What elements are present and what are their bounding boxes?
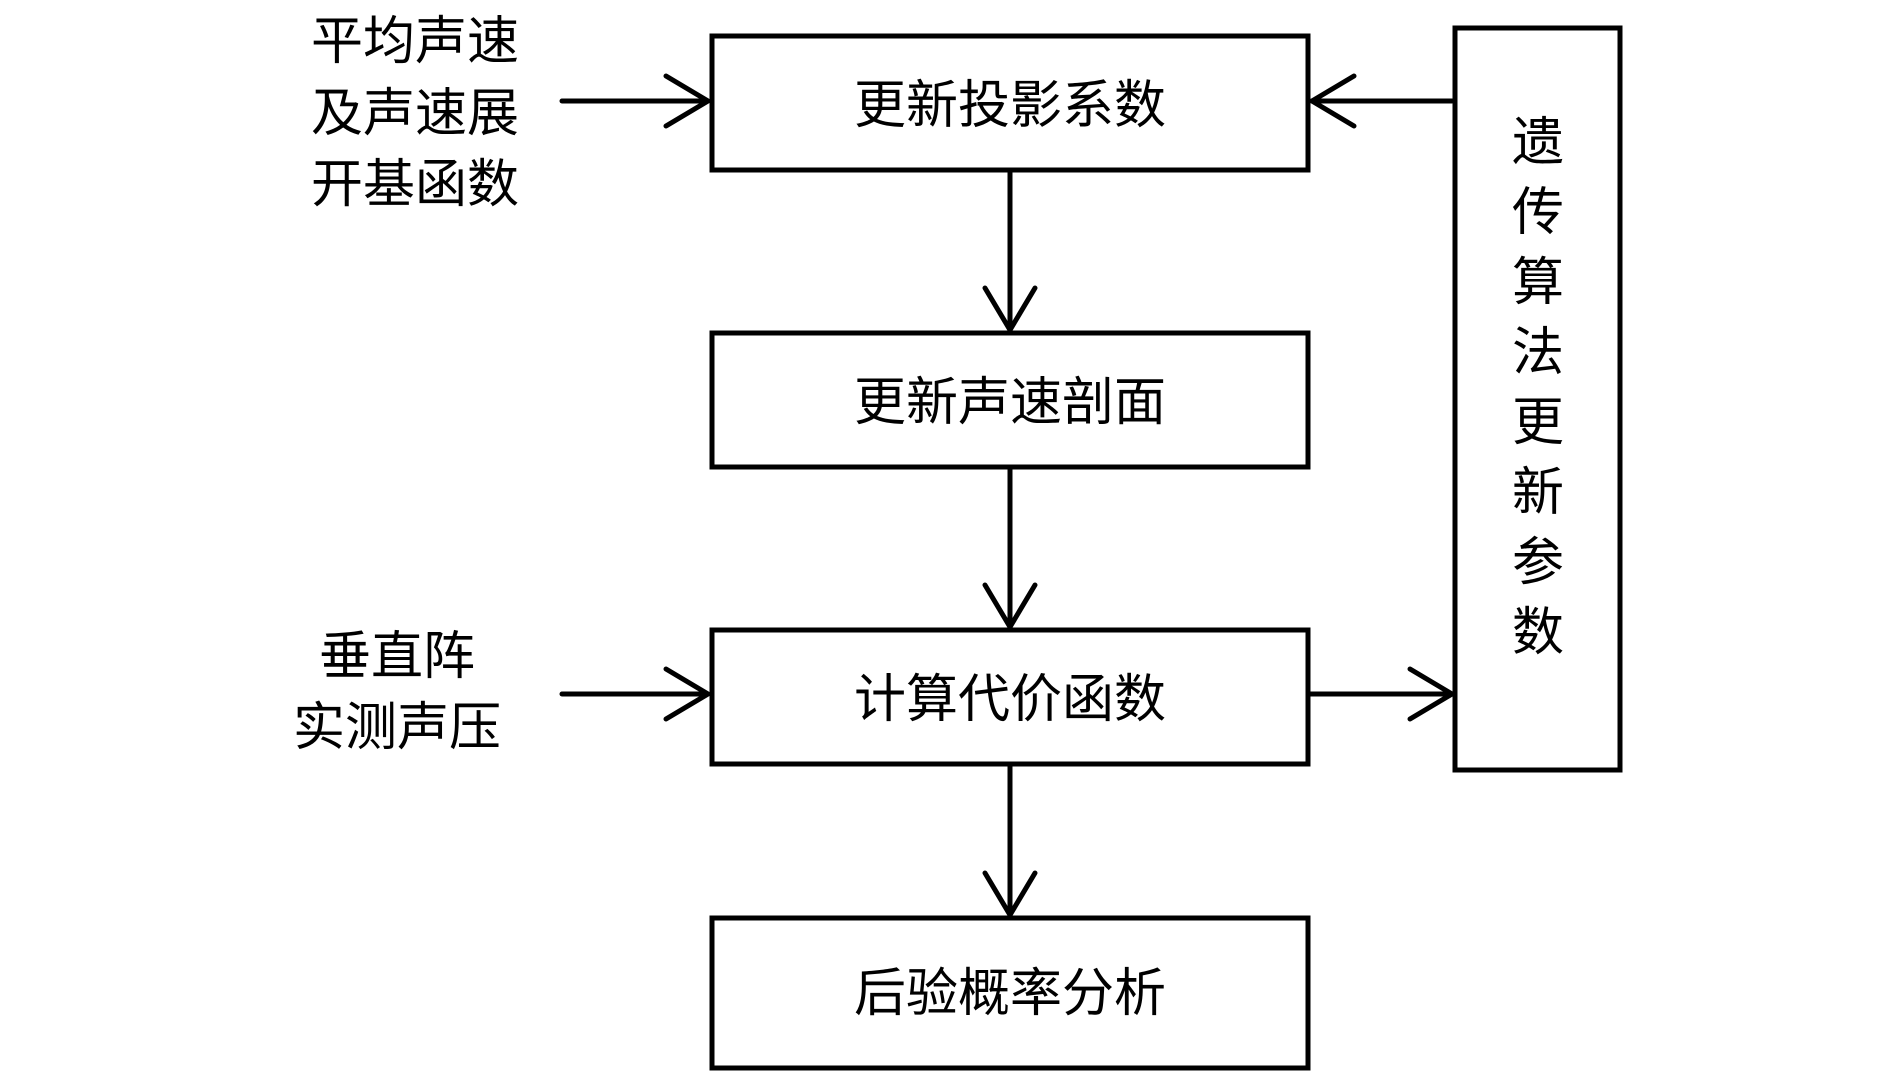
node-compute-cost-function: 计算代价函数 <box>709 627 1311 767</box>
node-compute-cost-function-label: 计算代价函数 <box>854 670 1166 730</box>
node-posterior-probability-analysis-box <box>709 915 1311 1071</box>
node-update-projection-coefficients-box <box>709 33 1311 173</box>
node-update-projection-coefficients-label: 更新投影系数 <box>854 76 1166 136</box>
node-genetic-algorithm-update-box <box>1452 25 1623 773</box>
node-update-sound-speed-profile: 更新声速剖面 <box>709 330 1311 470</box>
arrow-measured-to-cost <box>559 666 711 722</box>
node-posterior-probability-analysis-label: 后验概率分析 <box>854 964 1166 1024</box>
genetic-char-3: 算 <box>1512 253 1564 313</box>
input-basis-line-1: 平均声速 <box>311 12 519 72</box>
node-genetic-algorithm-update: 遗 传 算 法 更 新 参 数 <box>1452 25 1623 773</box>
input-measured-line-2: 实测声压 <box>293 698 501 758</box>
arrow-cost-to-posterior <box>982 763 1038 918</box>
genetic-char-2: 传 <box>1512 183 1564 243</box>
genetic-char-5: 更 <box>1512 393 1564 453</box>
genetic-char-4: 法 <box>1512 323 1564 383</box>
genetic-char-8: 数 <box>1512 603 1564 663</box>
genetic-char-7: 参 <box>1512 533 1564 593</box>
arrow-basis-to-projection <box>559 73 711 129</box>
genetic-char-1: 遗 <box>1512 113 1564 173</box>
input-basis-line-3: 开基函数 <box>311 155 519 215</box>
node-posterior-probability-analysis: 后验概率分析 <box>709 915 1311 1071</box>
node-update-projection-coefficients: 更新投影系数 <box>709 33 1311 173</box>
input-label-basis-functions: 平均声速 及声速展 开基函数 <box>311 12 519 215</box>
node-update-sound-speed-profile-label: 更新声速剖面 <box>854 373 1166 433</box>
genetic-char-6: 新 <box>1512 463 1564 523</box>
node-update-sound-speed-profile-box <box>709 330 1311 470</box>
input-basis-line-2: 及声速展 <box>311 84 519 144</box>
arrow-genetic-to-projection <box>1309 73 1455 129</box>
input-label-measured-pressure: 垂直阵 实测声压 <box>293 627 501 758</box>
input-measured-line-1: 垂直阵 <box>319 627 475 687</box>
arrow-cost-to-genetic <box>1307 666 1455 722</box>
arrow-profile-to-cost <box>982 466 1038 630</box>
arrow-projection-to-profile <box>982 169 1038 333</box>
